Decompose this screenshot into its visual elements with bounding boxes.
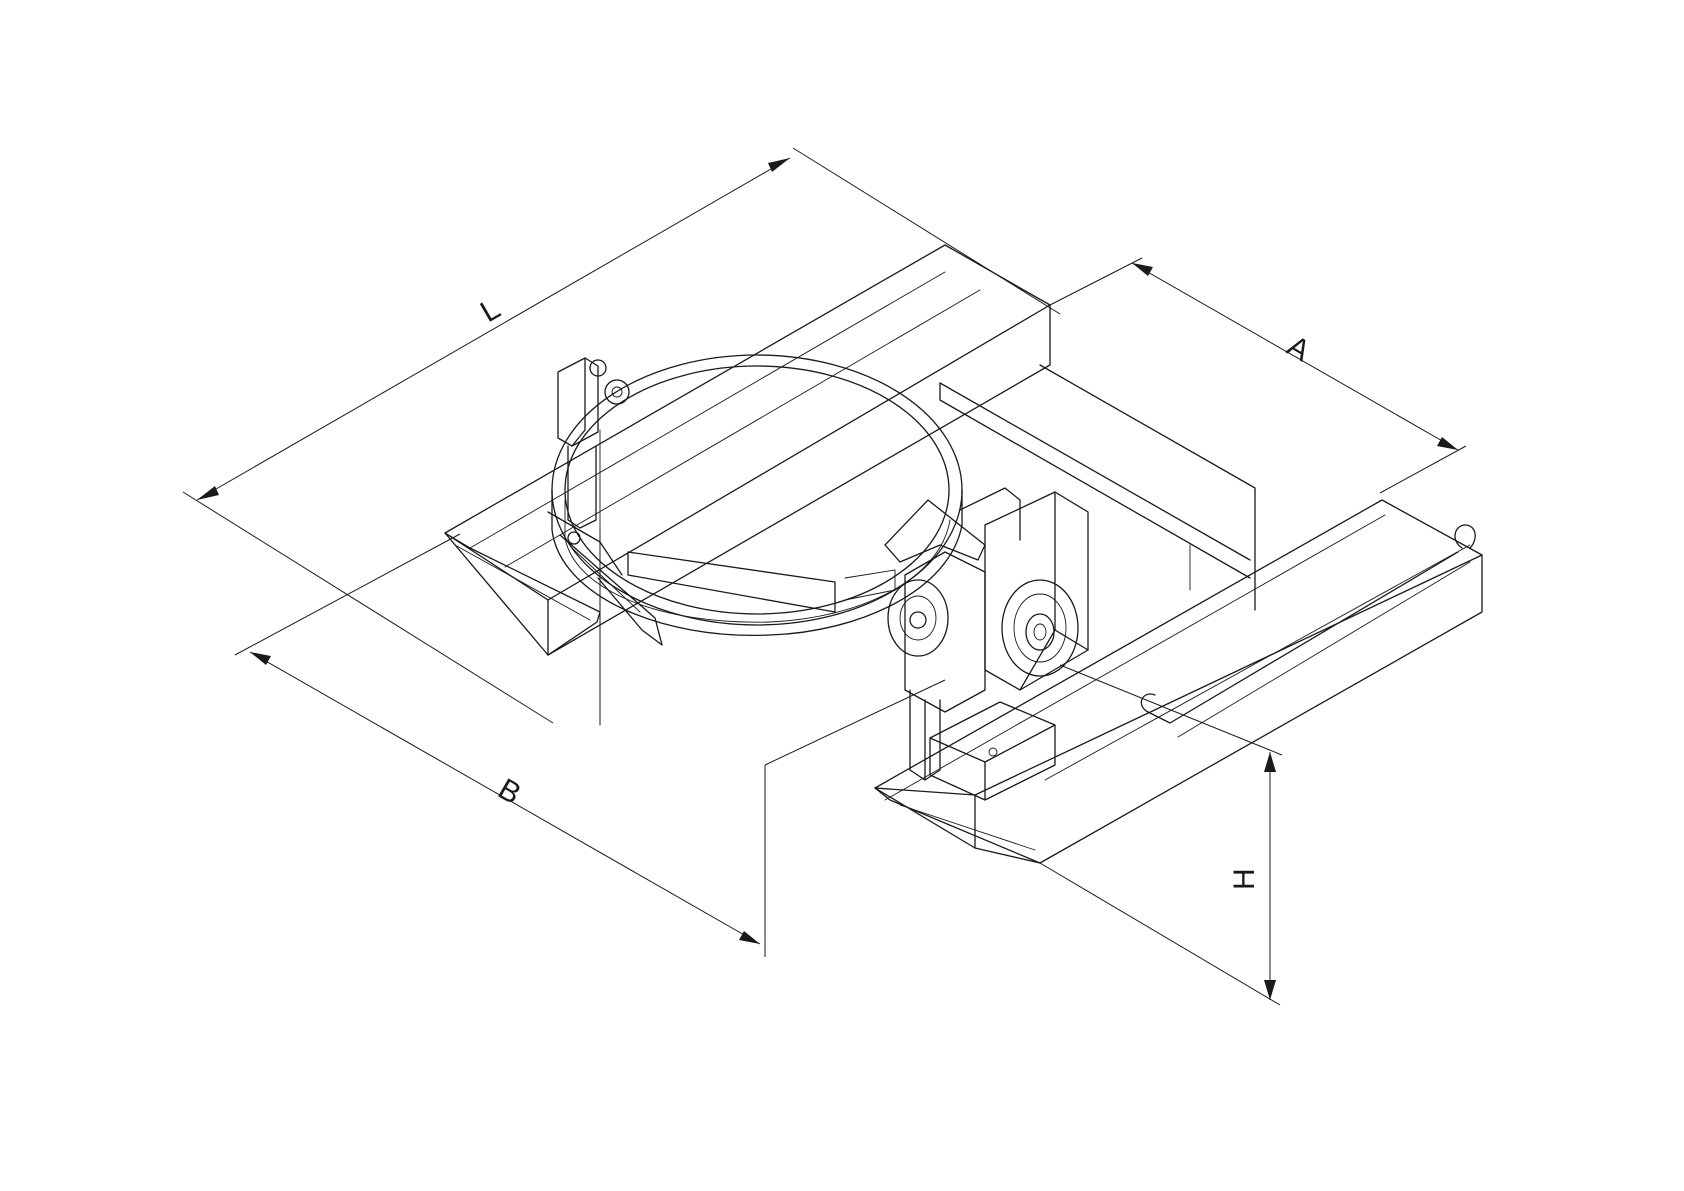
fork-hooks: [1140, 524, 1476, 738]
dimension-H: H: [1039, 664, 1283, 1006]
dimension-label-B: B: [493, 772, 527, 811]
rear-fork: [444, 244, 1051, 656]
frame: [939, 364, 1256, 611]
front-fork: [874, 499, 1483, 864]
dimension-label-L: L: [475, 292, 506, 329]
dimension-B: B: [234, 530, 946, 957]
gearbox: [884, 487, 1089, 801]
dimension-label-A: A: [1282, 329, 1316, 368]
dimension-A: A: [1049, 257, 1467, 494]
drum-ring: [551, 354, 963, 637]
ring-hinge: [547, 357, 663, 726]
dimension-label-H: H: [1228, 868, 1261, 890]
dimension-L: L: [182, 147, 1061, 724]
